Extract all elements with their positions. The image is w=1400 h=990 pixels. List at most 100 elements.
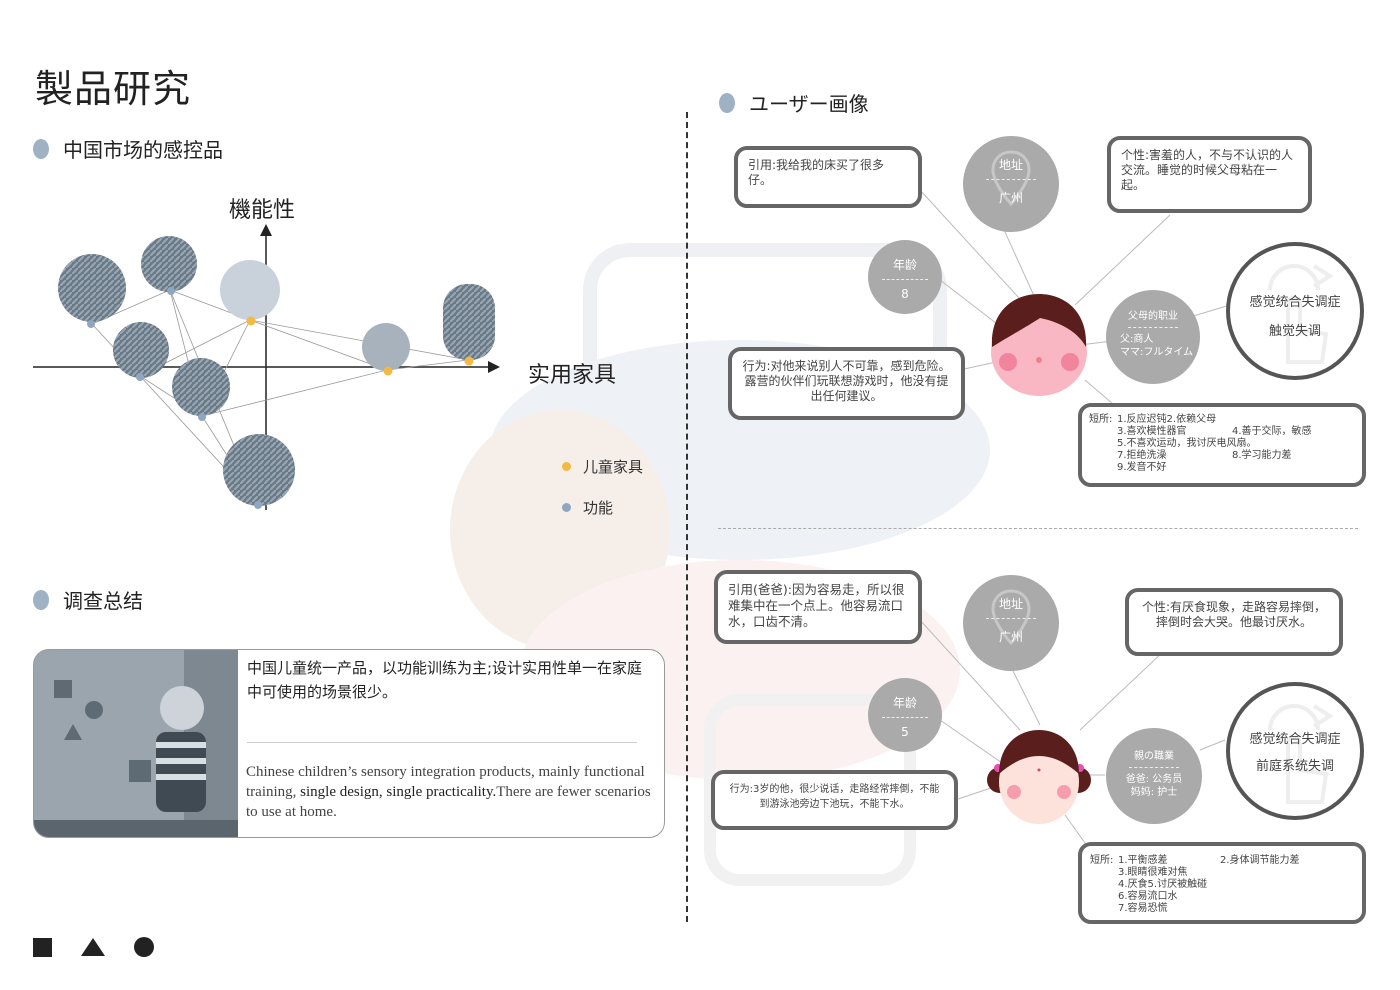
function-dot [87, 320, 95, 328]
function-dot [198, 413, 206, 421]
product-thumb-6 [362, 323, 410, 371]
persona1-weak-item-6: 8.学习能力差 [1232, 450, 1292, 461]
section-persona-label: ユーザー画像 [749, 92, 869, 116]
persona2-age-label: 年龄 [892, 696, 917, 710]
summary-divider [247, 742, 637, 743]
persona2-weak-label: 短所: [1090, 855, 1114, 866]
persona2-avatar [987, 730, 1091, 824]
bullet-dot-icon [33, 589, 49, 610]
function-dot [167, 287, 175, 295]
product-thumb-4 [113, 322, 169, 378]
persona1-weak-label: 短所: [1089, 414, 1113, 425]
product-thumb-5 [172, 358, 230, 416]
persona2-address-circle: 地址 广州 [963, 575, 1059, 671]
persona2-address-label: 地址 [998, 597, 1023, 611]
persona1-weak-item-3: 4.善于交际，敏感 [1232, 426, 1312, 437]
persona1-personality-bubble: 个性:害羞的人，不与不认识的人交流。睡觉的时候父母粘在一起。 [1107, 136, 1312, 213]
persona2-behavior-bubble: 行为:3岁的他，很少说话，走路经常摔倒，不能到游泳池旁边下池玩，不能下水。 [711, 770, 958, 830]
persona1-weak-item-4: 5.不喜欢运动，我讨厌电风扇。 [1117, 438, 1257, 449]
legend-yellow-dot-icon [562, 462, 571, 471]
square-icon [33, 937, 52, 957]
product-thumb-1 [58, 254, 126, 322]
persona2-weak-item-6: 7.容易恐慌 [1118, 903, 1168, 914]
legend-furniture: 儿童家具 [562, 456, 643, 477]
vertical-divider [686, 112, 688, 922]
persona2-weak-item-2: 2.身体调节能力差 [1220, 855, 1300, 866]
persona1-personality: 个性:害羞的人，不与不认识的人交流。睡觉的时候父母粘在一起。 [1121, 148, 1294, 192]
section-summary-label: 调查总结 [63, 589, 143, 613]
persona2-behavior: 行为:3岁的他，很少说话，走路经常摔倒，不能到游泳池旁边下池玩，不能下水。 [729, 784, 940, 810]
persona2-disorder-1: 感觉统合失调症 [1249, 732, 1341, 747]
persona2-disorder-ring: 感觉统合失调症 前庭系统失调 [1226, 682, 1364, 820]
y-axis-arrow-icon [260, 224, 272, 236]
legend-function-label: 功能 [583, 499, 614, 517]
product-thumb-7 [443, 284, 495, 360]
persona1-behavior-bubble: 行为:对他来说别人不可靠，感到危险。露营的伙伴们玩联想游戏时，他没有提出任何建议… [728, 347, 965, 420]
persona2-personality: 个性:有厌食现象，走路容易摔倒，摔倒时会大哭。他最讨厌水。 [1141, 600, 1327, 629]
summary-card: 中国儿童统一产品，以功能训练为主;设计实用性单一在家庭中可使用的场景很少。 Ch… [33, 649, 665, 838]
section-market-label: 中国市场的感控品 [63, 138, 223, 162]
persona2-quote: 引用(爸爸):因为容易走，所以很难集中在一个点上。他容易流口水，口齿不清。 [728, 582, 905, 629]
section-summary: 调查总结 [33, 585, 143, 614]
legend-function: 功能 [562, 497, 643, 518]
persona1-parent-job-mother: ママ:フルタイム [1120, 347, 1194, 358]
bullet-dot-icon [719, 92, 735, 113]
persona2-personality-bubble: 个性:有厌食现象，走路容易摔倒，摔倒时会大哭。他最讨厌水。 [1125, 588, 1343, 656]
persona1-disorder-2: 触觉失调 [1268, 324, 1321, 339]
persona1-parent-job-label: 父母的职业 [1128, 311, 1178, 322]
persona1-address-circle: 地址 广州 [963, 136, 1059, 232]
persona1-weak-item-1: 1.反应迟钝2.依赖父母 [1117, 414, 1217, 425]
legend-furniture-label: 儿童家具 [583, 458, 644, 476]
persona1-behavior: 行为:对他来说别人不可靠，感到危险。露营的伙伴们玩联想游戏时，他没有提出任何建议… [742, 359, 951, 403]
persona2-weak-item-5: 6.容易流口水 [1118, 891, 1178, 902]
persona2-weak-item-4: 4.厌食5.讨厌被触碰 [1118, 879, 1208, 890]
persona2-weak-item-1: 1.平衡感差 [1118, 855, 1168, 866]
persona1-disorder-1: 感觉统合失调症 [1249, 295, 1341, 310]
bullet-dot-icon [33, 138, 49, 159]
persona2-weak-item-3: 3.眼睛很难对焦 [1118, 867, 1188, 878]
persona1-address-value: 广州 [998, 191, 1023, 205]
persona1-age-value: 8 [901, 287, 909, 301]
product-thumb-8 [223, 434, 295, 506]
persona2-parent-job-mother: 妈妈: 护士 [1130, 787, 1178, 798]
persona2-age-value: 5 [901, 725, 909, 739]
summary-en-part-1: Chinese children’s sensory integration p… [246, 764, 645, 800]
persona1-age-label: 年龄 [892, 258, 917, 272]
touch-hand-icon [1268, 704, 1334, 804]
summary-photo [34, 650, 238, 837]
location-pin-icon [991, 150, 1031, 207]
persona1-avatar [991, 294, 1087, 396]
persona1-weak-item-5: 7.拒绝洗澡 [1117, 450, 1167, 461]
furniture-dot [464, 356, 474, 366]
product-thumb-3 [220, 260, 280, 320]
persona2-parent-job-label: 親の職業 [1134, 751, 1174, 762]
persona2-weakness-bubble: 短所: 1.平衡感差 2.身体调节能力差 3.眼睛很难对焦 4.厌食5.讨厌被触… [1078, 842, 1366, 924]
footer-shapes [33, 937, 154, 957]
section-market: 中国市场的感控品 [33, 134, 223, 163]
y-axis-label: 機能性 [229, 198, 296, 223]
persona1-weak-item-7: 9.发音不好 [1117, 462, 1167, 473]
persona1-quote: 引用:我给我的床买了很多仔。 [748, 158, 885, 187]
legend-blue-dot-icon [562, 503, 571, 512]
touch-hand-icon [1268, 264, 1334, 364]
positioning-map [33, 224, 500, 510]
function-dot [254, 501, 262, 509]
furniture-dot [383, 366, 393, 376]
persona2-parent-job-father: 爸爸: 公务员 [1125, 774, 1183, 785]
map-legend: 儿童家具 功能 [562, 456, 643, 518]
persona1-weak-item-2: 3.喜欢模性器官 [1117, 426, 1187, 437]
persona1-address-label: 地址 [998, 158, 1023, 172]
x-axis-arrow-icon [488, 361, 500, 373]
triangle-icon [81, 938, 105, 956]
summary-en-part-2: There are fewer scenarios to use at home… [246, 784, 651, 820]
persona2-address-value: 广州 [998, 630, 1023, 644]
circle-icon [134, 937, 154, 957]
persona1-age-circle: 年龄 8 [868, 240, 942, 314]
persona1-disorder-ring: 感觉统合失调症 触觉失调 [1226, 242, 1364, 380]
persona1-parent-job-father: 父:商人 [1120, 334, 1154, 345]
summary-text-cn: 中国儿童统一产品，以功能训练为主;设计实用性单一在家庭中可使用的场景很少。 [247, 659, 643, 701]
summary-en-emphasis: single design, single practicality. [300, 784, 497, 800]
function-dot [136, 373, 144, 381]
horizontal-divider [718, 528, 1358, 529]
persona2-age-circle: 年龄 5 [868, 678, 942, 752]
